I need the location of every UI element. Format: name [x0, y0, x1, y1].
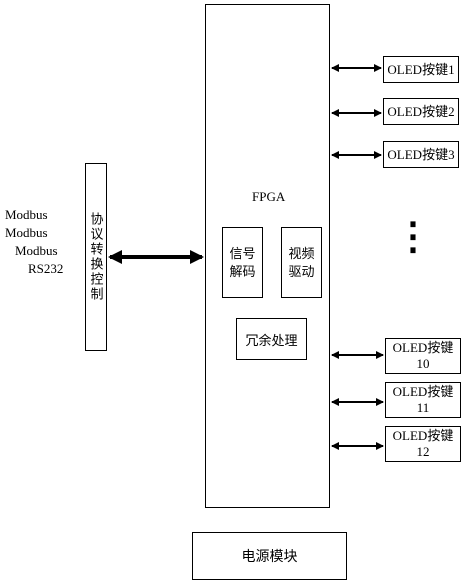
oled-key-2-box: OLED按键2 — [383, 98, 459, 125]
modbus-label-2: Modbus — [5, 225, 48, 240]
oled-key-10-box: OLED按键 10 — [385, 338, 461, 374]
power-module-label: 电源模块 — [241, 550, 298, 565]
modbus-label-1: Modbus — [5, 207, 48, 222]
rs232-label: RS232 — [28, 261, 64, 276]
oled-key-12-number: 12 — [416, 444, 430, 459]
fpga-title: FPGA — [252, 189, 286, 204]
protocol-conversion-box: 协议转换控制 — [85, 163, 107, 351]
signal-decode-box: 信号 解码 — [222, 227, 263, 298]
oled-key-11-label: OLED按键 — [392, 384, 454, 399]
protocol-conversion-label: 协议转换控制 — [88, 212, 104, 302]
redundancy-box: 冗余处理 — [236, 318, 307, 360]
modbus-label-3: Modbus — [15, 243, 58, 258]
signal-decode-label: 信号 解码 — [229, 245, 256, 279]
oled-key-11-box: OLED按键 11 — [385, 382, 461, 418]
oled-key-3-box: OLED按键3 — [383, 141, 459, 168]
oled-key-3-label: OLED按键3 — [387, 146, 455, 162]
ellipsis-dots: ⋮ — [394, 216, 432, 258]
redundancy-label: 冗余处理 — [245, 332, 298, 348]
oled-key-10-number: 10 — [416, 356, 430, 371]
oled-key-12-box: OLED按键 12 — [385, 426, 461, 462]
oled-key-1-box: OLED按键1 — [383, 56, 459, 83]
oled-key-2-label: OLED按键2 — [387, 103, 455, 119]
oled-key-1-label: OLED按键1 — [387, 61, 455, 77]
oled-key-12-label: OLED按键 — [392, 428, 454, 443]
oled-key-11-number: 11 — [416, 400, 430, 415]
video-drive-label: 视频 驱动 — [288, 245, 315, 279]
oled-key-10-label: OLED按键 — [392, 340, 454, 355]
video-drive-box: 视频 驱动 — [281, 227, 322, 298]
power-module-box: 电源模块 — [192, 532, 347, 580]
